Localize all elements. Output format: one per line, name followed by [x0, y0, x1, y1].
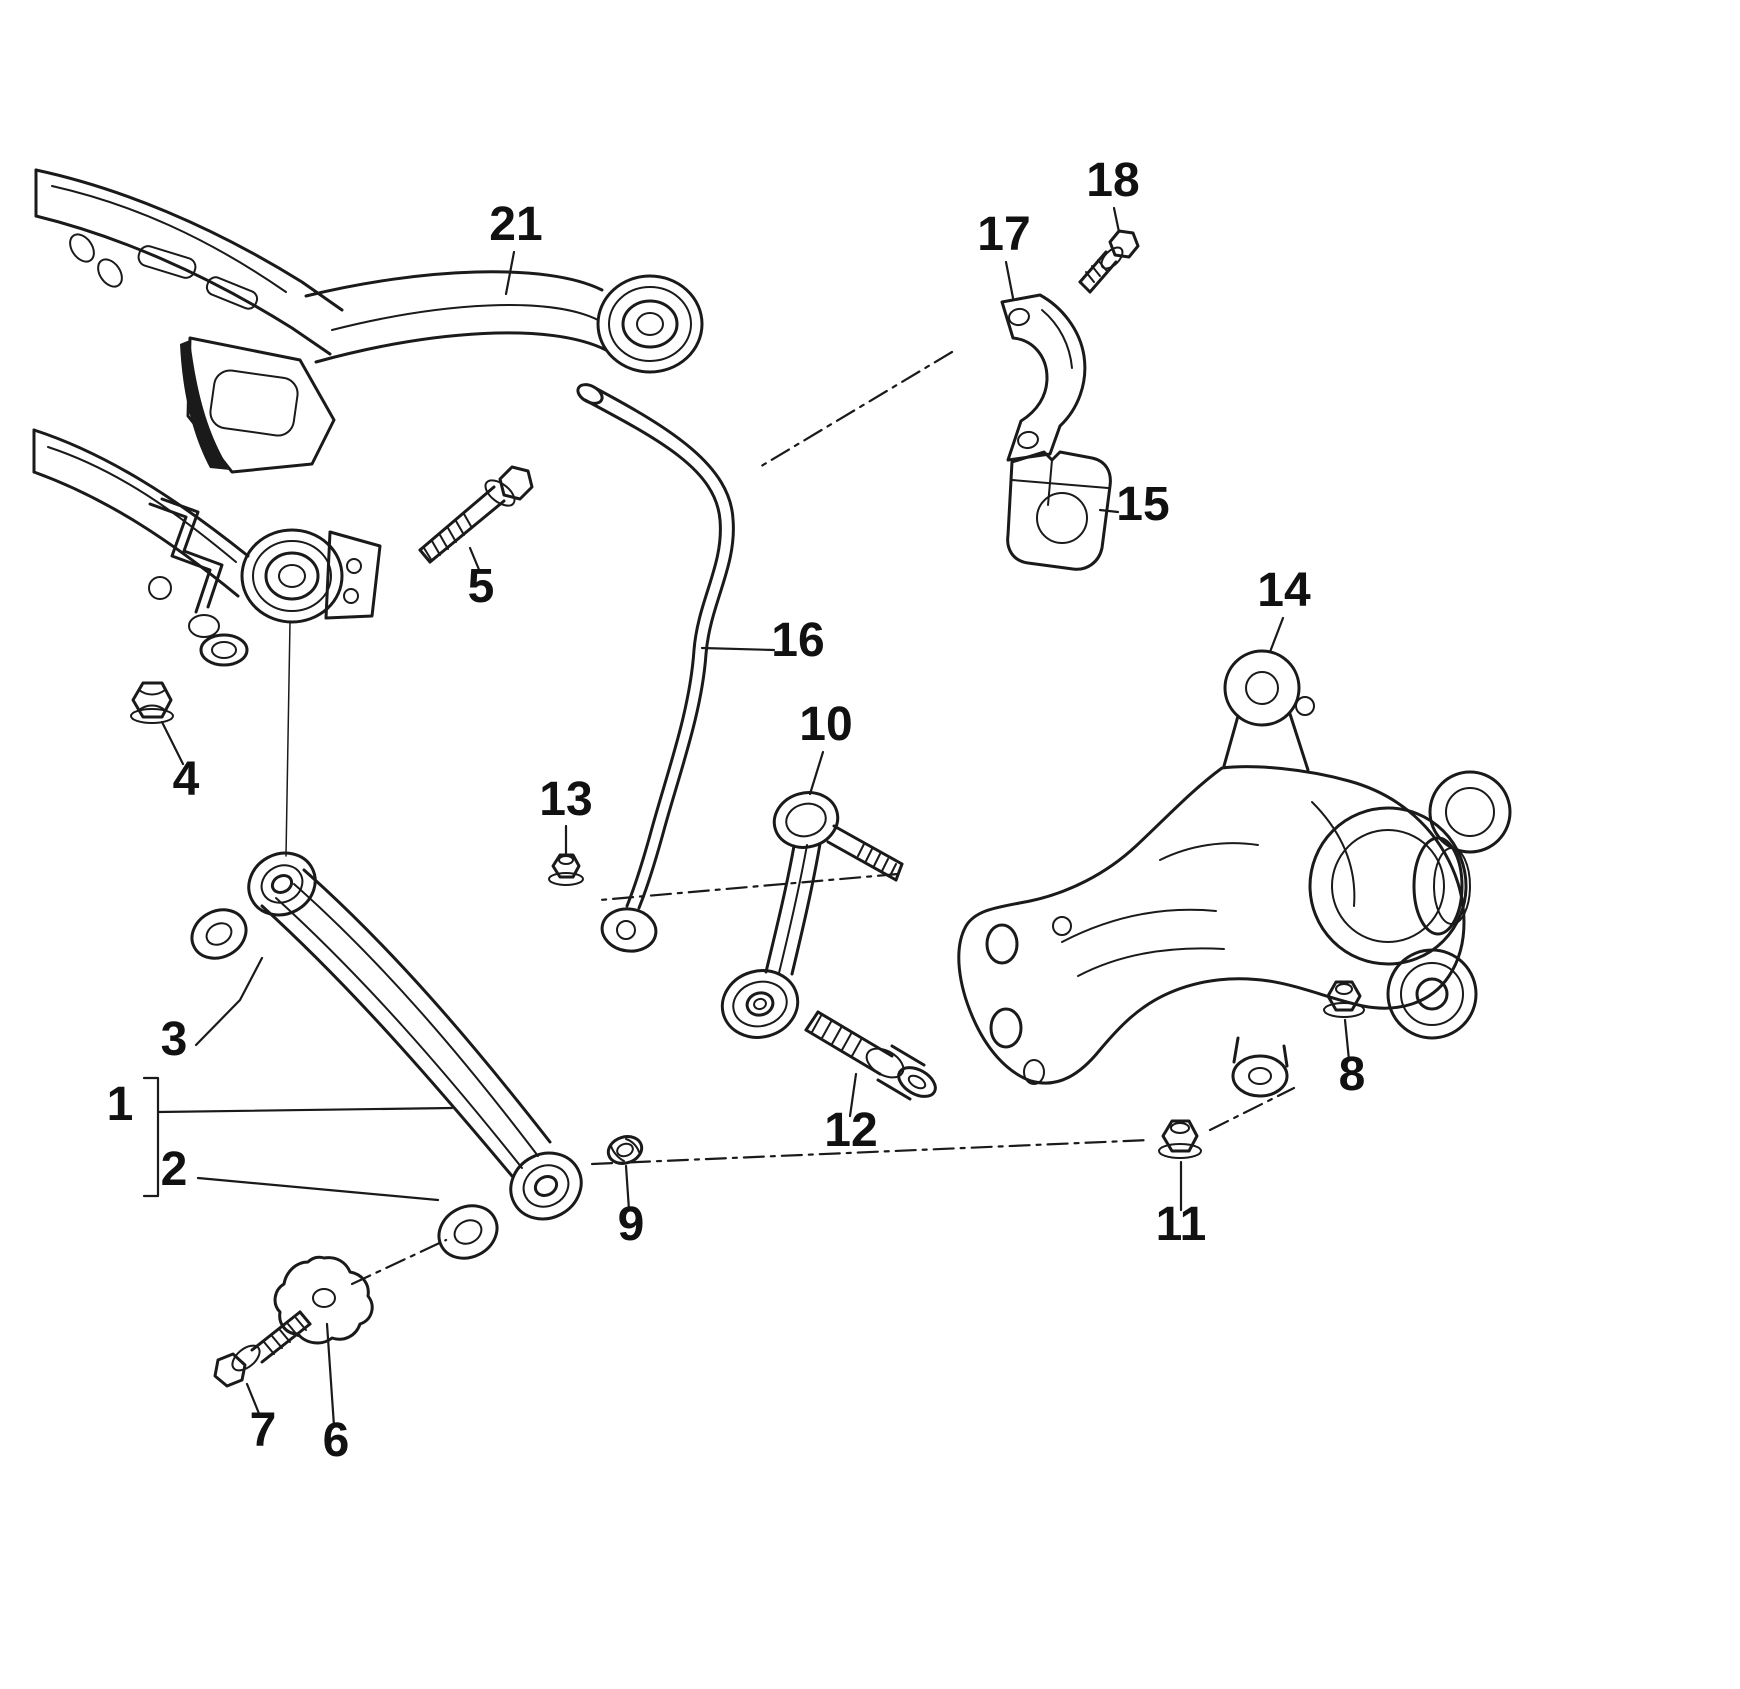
nut-13: [548, 853, 584, 886]
part-label-6: 6: [323, 1414, 350, 1467]
nut-11: [1158, 1119, 1202, 1159]
part-label-21: 21: [489, 198, 542, 251]
bolt-18: [1078, 229, 1140, 294]
stabilizer-link: [720, 791, 904, 1039]
part-label-12: 12: [824, 1104, 877, 1157]
part-label-13: 13: [539, 773, 592, 826]
subframe-bushing-mount: [240, 528, 382, 857]
part-label-16: 16: [771, 614, 824, 667]
part-label-9: 9: [618, 1198, 645, 1251]
upper-control-arm: [304, 270, 704, 374]
part-label-14: 14: [1257, 564, 1311, 617]
leader-lines: [142, 206, 1351, 1428]
bolt-12: [804, 1010, 937, 1101]
part-labels: 1 2 3 4 5 6 7 8 9 10 11 12 13 14 15 16 1…: [107, 154, 1366, 1467]
rear-subframe: [32, 168, 344, 667]
bolt-7: [213, 1310, 312, 1388]
part-label-1: 1: [107, 1078, 134, 1131]
eccentric-washer-6: [273, 1255, 374, 1345]
part-label-11: 11: [1156, 1198, 1207, 1251]
wheel-bearing-housing: [957, 649, 1512, 1098]
bolt-5: [418, 465, 534, 564]
part-label-7: 7: [250, 1404, 277, 1457]
nut-4: [130, 681, 174, 724]
part-label-18: 18: [1086, 154, 1139, 207]
part-label-2: 2: [161, 1143, 188, 1196]
part-label-4: 4: [173, 753, 200, 806]
stabilizer-bar: [576, 383, 735, 953]
part-label-8: 8: [1339, 1048, 1366, 1101]
stabilizer-clamp: [1000, 293, 1087, 462]
stabilizer-rubber-bush: [1006, 450, 1112, 571]
part-label-5: 5: [468, 560, 495, 613]
part-label-3: 3: [161, 1013, 188, 1066]
center-axis-lines: [350, 350, 1296, 1286]
part-label-17: 17: [977, 208, 1030, 261]
nut-8: [1323, 980, 1365, 1018]
track-rod-arm: [190, 851, 583, 1260]
part-label-10: 10: [799, 698, 852, 751]
part-label-15: 15: [1116, 478, 1169, 531]
